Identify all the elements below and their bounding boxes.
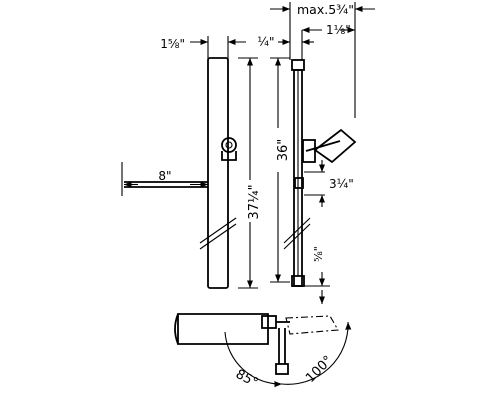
rail-projection-dimension bbox=[304, 160, 326, 207]
label-rail-end: ⅝" bbox=[312, 246, 325, 262]
top-dimension-lines bbox=[190, 2, 375, 118]
label-rail-height: 36" bbox=[276, 139, 291, 162]
label-rail-offset: ¼" bbox=[257, 35, 274, 49]
label-handshower-width: 1⅝" bbox=[160, 37, 185, 51]
shelf-dimension bbox=[121, 162, 208, 196]
hand-shower-front bbox=[199, 57, 237, 289]
label-max-projection: max.5¾" bbox=[297, 2, 354, 17]
rail-end-dimension bbox=[304, 272, 330, 304]
shower-head-icon bbox=[302, 128, 357, 164]
label-rail-projection: 3¼" bbox=[329, 177, 354, 191]
rail-height-dimension bbox=[270, 57, 290, 283]
label-bracket-offset: 1⅛" bbox=[326, 23, 351, 37]
label-angle-right: 100° bbox=[303, 353, 336, 386]
shower-rail-side bbox=[283, 59, 357, 287]
label-angle-left: 85° bbox=[233, 367, 260, 391]
label-shelf-depth: 8" bbox=[158, 169, 171, 183]
shower-holder-icon bbox=[221, 137, 237, 161]
label-total-height: 37¼" bbox=[247, 184, 262, 219]
plan-view bbox=[174, 313, 352, 388]
total-height-dimension bbox=[238, 57, 258, 289]
